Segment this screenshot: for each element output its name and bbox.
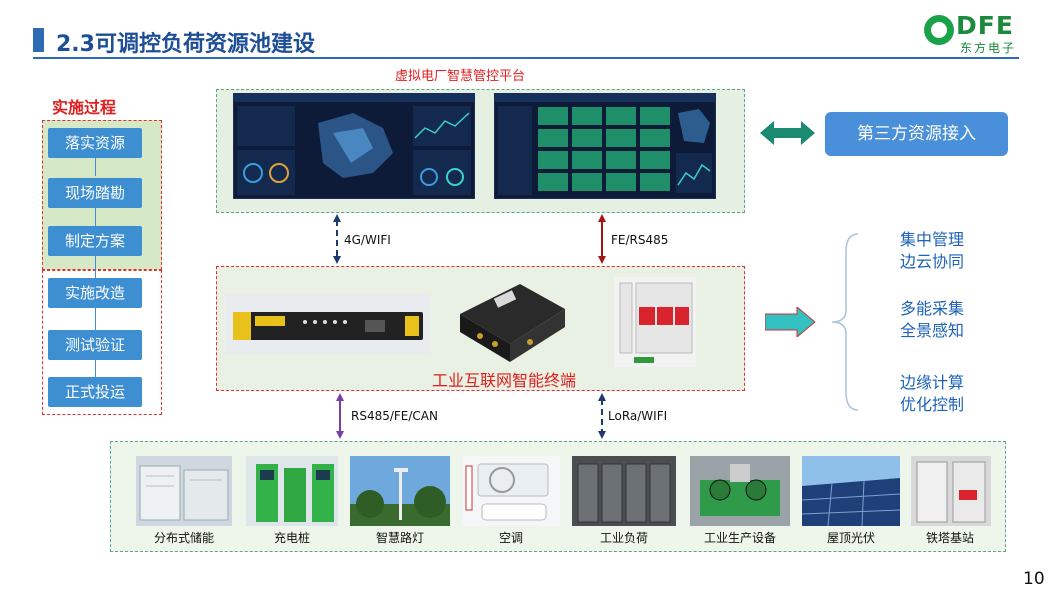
process-step-4: 实施改造 [48,278,142,308]
smart-terminal-device-image [460,284,565,362]
device-label-charger: 充电桩 [273,531,310,545]
process-group-implementation [42,270,162,415]
feature-brace [831,233,859,411]
link-arrow-lora-icon [598,393,606,439]
feature-3: 边缘计算 优化控制 [882,372,982,416]
process-step-3: 制定方案 [48,226,142,256]
feature-1-line2: 边云协同 [899,252,964,271]
feature-3-line1: 边缘计算 [899,373,964,392]
title-divider [33,57,1019,59]
third-party-access-button: 第三方资源接入 [825,112,1008,156]
step-connector [95,256,96,278]
device-image-air-conditioner [462,456,560,526]
process-step-1: 落实资源 [48,128,142,158]
device-label-production-equipment: 工业生产设备 [703,531,776,545]
link-arrow-fe-icon [598,214,606,264]
step-connector [95,360,96,378]
step-connector [95,308,96,330]
link-label-rs485-fe-can: RS485/FE/CAN [351,409,438,423]
device-label-air-conditioner: 空调 [498,531,523,545]
device-label-industrial-load: 工业负荷 [599,531,648,545]
device-image-storage [136,456,232,526]
bidirectional-arrow-icon [760,121,815,145]
device-label-rooftop-pv: 屋顶光伏 [826,531,875,545]
process-step-6: 正式投运 [48,377,142,407]
device-image-streetlight [350,456,450,526]
platform-dashboard-screenshot-2 [494,93,716,199]
process-title: 实施过程 [52,98,117,117]
step-connector [95,208,96,226]
process-step-5: 测试验证 [48,330,142,360]
outcome-arrow-icon [765,307,815,337]
link-label-4g-wifi: 4G/WIFI [344,233,391,247]
gateway-device-image [225,294,430,354]
page-number: 10 [1023,569,1045,589]
link-arrow-4g-icon [333,214,341,264]
platform-dashboard-screenshot-1 [233,93,475,199]
device-image-industrial-load [572,456,676,526]
feature-2-line1: 多能采集 [899,299,964,318]
device-label-tower-station: 铁塔基站 [925,531,974,545]
platform-label: 虚拟电厂智慧管控平台 [395,69,526,84]
company-logo: DFE 东方电子 [924,11,1028,55]
logo-text: DFE [956,11,1014,40]
process-step-2: 现场踏勘 [48,178,142,208]
device-image-production-equipment [690,456,790,526]
terminal-label: 工业互联网智能终端 [432,371,577,390]
device-image-rooftop-pv [802,456,900,526]
device-label-streetlight: 智慧路灯 [375,531,424,545]
feature-2: 多能采集 全景感知 [882,298,982,342]
link-arrow-rs485-icon [336,393,344,439]
device-label-storage: 分布式储能 [153,531,214,545]
breaker-device-image [614,277,696,367]
logo-mark-icon [924,15,954,45]
feature-1: 集中管理 边云协同 [882,229,982,273]
title-accent-bar [33,28,44,52]
feature-1-line1: 集中管理 [899,230,964,249]
logo-subtitle: 东方电子 [960,41,1017,55]
feature-2-line2: 全景感知 [899,321,964,340]
step-connector [95,158,96,176]
link-label-lora-wifi: LoRa/WIFI [608,409,668,423]
device-image-tower-station [911,456,991,526]
device-image-charger [246,456,338,526]
page-title: 2.3可调控负荷资源池建设 [56,32,315,57]
link-label-fe-rs485: FE/RS485 [611,233,669,247]
feature-3-line2: 优化控制 [899,395,964,414]
